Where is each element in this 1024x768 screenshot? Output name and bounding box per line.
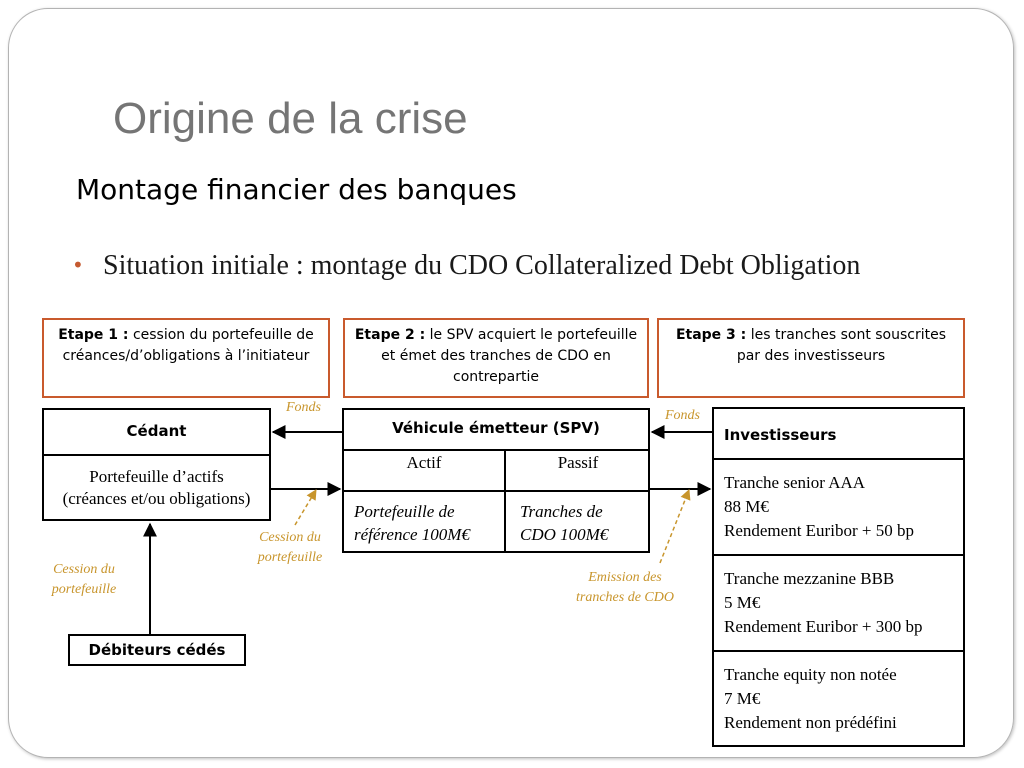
cedant-title: Cédant [44,410,269,456]
step-1-box: Etape 1 : cession du portefeuille de cré… [42,318,330,398]
cession-spv-label: Cession du portefeuille [248,528,332,568]
cession-spv-line2: portefeuille [257,550,323,565]
spv-passif-line1: Tranches de [520,502,603,521]
tranche-equity-amount: 7 M€ [724,689,761,708]
spv-passif-content: Tranches de CDO 100M€ [520,500,608,546]
cedant-content-line1: Portefeuille d’actifs [89,467,224,486]
emission-label: Emission des tranches de CDO [560,568,690,608]
investisseurs-title: Investisseurs [724,426,837,444]
debiteurs-box: Débiteurs cédés [68,634,246,666]
spv-actif-line1: Portefeuille de [354,502,455,521]
tranche-equity: Tranche equity non notée 7 M€ Rendement … [724,663,897,735]
tranche-mezzanine-amount: 5 M€ [724,593,761,612]
cedant-content: Portefeuille d’actifs (créances et/ou ob… [44,466,269,510]
step-1-text: cession du portefeuille de créances/d’ob… [62,327,314,364]
investisseurs-box: Investisseurs Tranche senior AAA 88 M€ R… [712,407,965,747]
emission-line2: tranches de CDO [576,590,674,605]
spv-box: Véhicule émetteur (SPV) Actif Passif Por… [342,408,650,553]
tranche-mezzanine: Tranche mezzanine BBB 5 M€ Rendement Eur… [724,567,922,639]
cession-debiteurs-line2: portefeuille [51,582,117,597]
investisseurs-divider-2 [714,554,963,556]
investisseurs-divider-3 [714,650,963,652]
tranche-equity-name: Tranche equity non notée [724,665,897,684]
spv-actif-line2: référence 100M€ [354,525,470,544]
tranche-senior: Tranche senior AAA 88 M€ Rendement Eurib… [724,471,914,543]
step-3-text: les tranches sont souscrites par des inv… [736,327,947,364]
step-2-text: le SPV acquiert le portefeuille et émet … [381,327,638,385]
step-3-box: Etape 3 : les tranches sont souscrites p… [657,318,965,398]
step-2-label: Etape 2 : [354,327,426,343]
cedant-content-line2: (créances et/ou obligations) [62,489,251,508]
fonds-left-label: Fonds [286,400,321,415]
cession-spv-line1: Cession du [259,530,321,545]
spv-passif-header: Passif [557,453,599,472]
slide-subtitle: Montage financier des banques [76,173,517,206]
step-1-label: Etape 1 : [58,327,129,343]
spv-divider-v [504,451,506,551]
cession-debiteurs-label: Cession du portefeuille [42,560,126,600]
pointer-cession-spv [294,489,317,526]
tranche-mezzanine-yield: Rendement Euribor + 300 bp [724,617,923,636]
slide-frame [8,8,1014,758]
tranche-mezzanine-name: Tranche mezzanine BBB [724,569,895,588]
emission-line1: Emission des [588,570,662,585]
fonds-right-label: Fonds [665,408,700,423]
bullet-icon: • [72,253,84,277]
spv-actif-content: Portefeuille de référence 100M€ [354,500,470,546]
spv-divider-h [344,490,648,492]
tranche-equity-yield: Rendement non prédéfini [724,713,897,732]
bullet-text: Situation initiale : montage du CDO Coll… [103,250,861,281]
step-2-box: Etape 2 : le SPV acquiert le portefeuill… [343,318,649,398]
slide-title: Origine de la crise [113,94,468,143]
spv-passif-line2: CDO 100M€ [520,525,609,544]
step-3-label: Etape 3 : [675,327,747,343]
cedant-box: Cédant Portefeuille d’actifs (créances e… [42,408,271,521]
tranche-senior-yield: Rendement Euribor + 50 bp [724,521,914,540]
pointer-emission [659,489,691,564]
spv-actif-header: Actif [406,453,442,472]
investisseurs-divider-1 [714,458,963,460]
tranche-senior-name: Tranche senior AAA [724,473,866,492]
cession-debiteurs-line1: Cession du [53,562,115,577]
spv-title: Véhicule émetteur (SPV) [344,410,648,451]
tranche-senior-amount: 88 M€ [724,497,769,516]
